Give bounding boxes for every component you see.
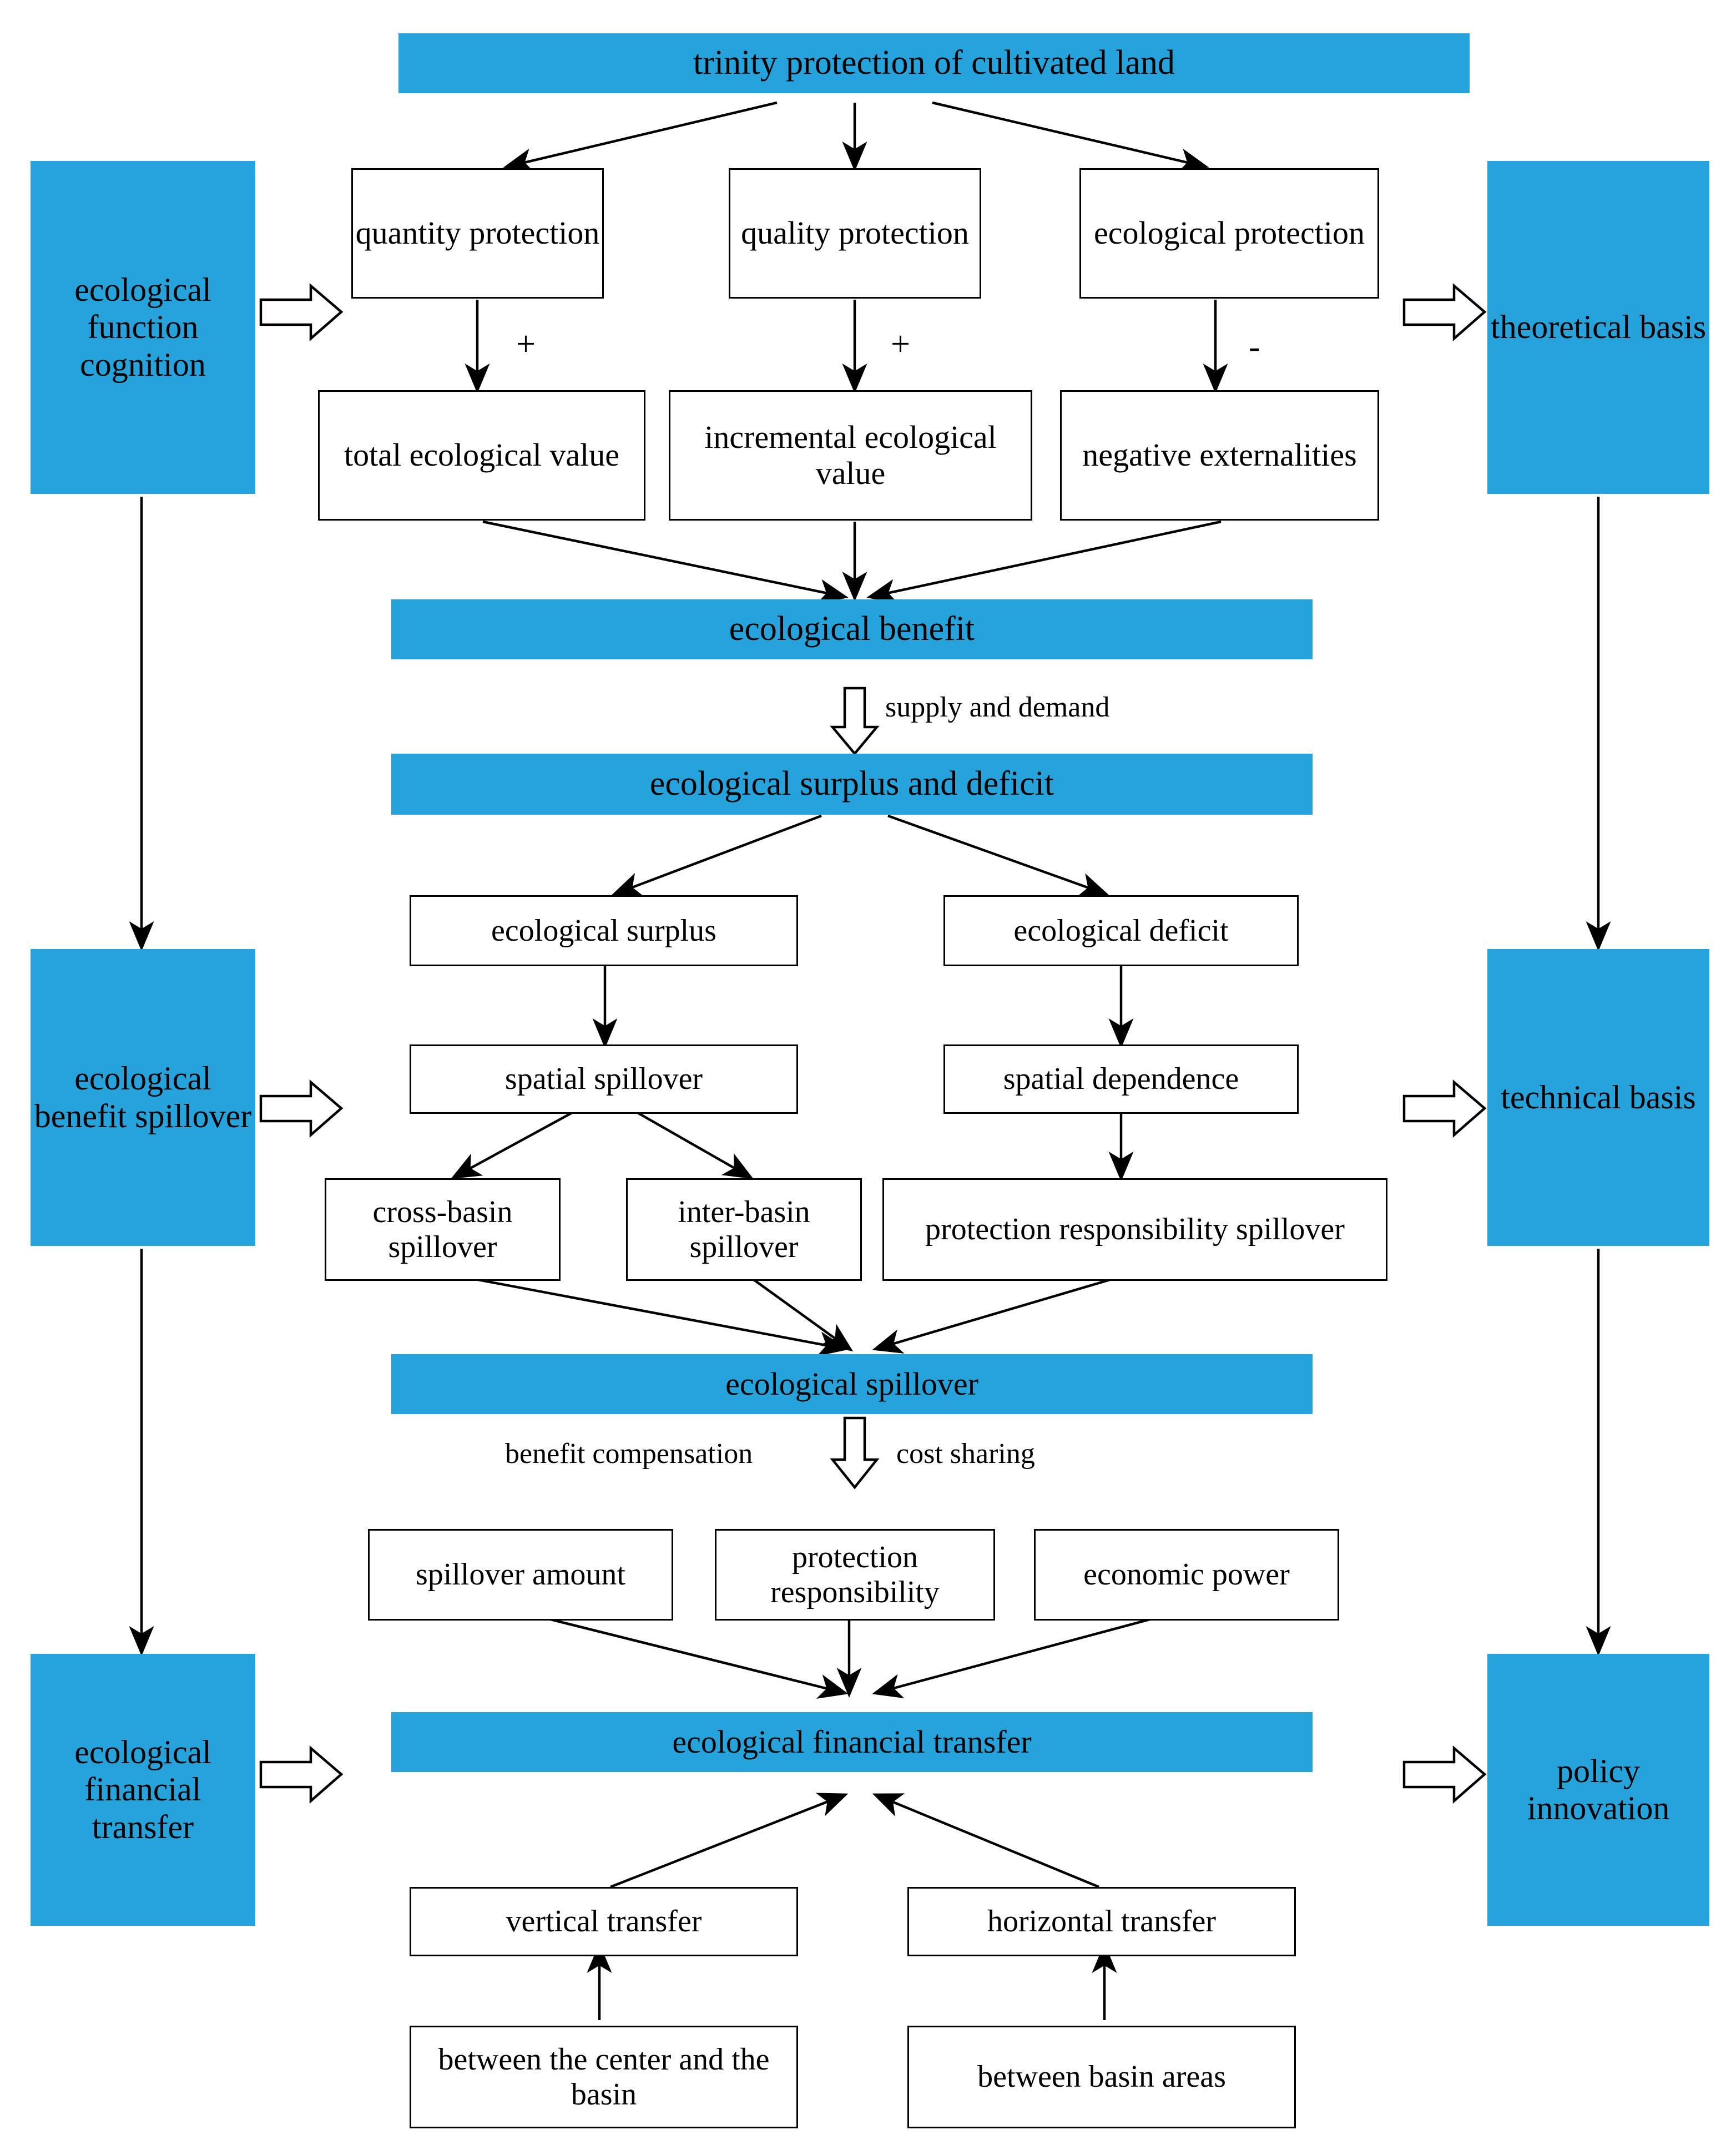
node-ecological-spillover: ecological spillover xyxy=(391,1354,1313,1414)
edge-label-plus-quantity: + xyxy=(516,325,536,363)
node-between-center-and-basin: between the center and the basin xyxy=(410,2026,798,2128)
node-vertical-transfer: vertical transfer xyxy=(410,1887,798,1956)
node-ecological-surplus: ecological surplus xyxy=(410,895,798,966)
node-spatial-dependence: spatial dependence xyxy=(943,1044,1299,1114)
node-incremental-ecological-value: incremental ecological value xyxy=(669,390,1032,521)
node-protection-responsibility: protection responsibility xyxy=(715,1529,995,1621)
node-spillover-amount: spillover amount xyxy=(368,1529,673,1621)
node-quantity-protection: quantity protection xyxy=(351,168,604,299)
node-inter-basin-spillover: inter-basin spillover xyxy=(626,1178,862,1281)
node-protection-responsibility-spillover: protection responsibility spillover xyxy=(882,1178,1387,1281)
node-ecological-function-cognition: ecological function cognition xyxy=(31,161,255,494)
node-ecological-deficit: ecological deficit xyxy=(943,895,1299,966)
node-technical-basis: technical basis xyxy=(1487,949,1709,1246)
node-quality-protection: quality protection xyxy=(729,168,981,299)
node-theoretical-basis: theoretical basis xyxy=(1487,161,1709,494)
edge-label-minus-ecological: - xyxy=(1249,328,1260,366)
node-cross-basin-spillover: cross-basin spillover xyxy=(325,1178,561,1281)
node-economic-power: economic power xyxy=(1034,1529,1339,1621)
node-spatial-spillover: spatial spillover xyxy=(410,1044,798,1114)
node-negative-externalities: negative externalities xyxy=(1060,390,1379,521)
node-between-basin-areas: between basin areas xyxy=(907,2026,1296,2128)
edge-label-benefit-compensation: benefit compensation xyxy=(505,1438,753,1470)
node-ecological-financial-transfer: ecological financial transfer xyxy=(391,1712,1313,1772)
node-ecological-financial-transfer-left: ecological financial transfer xyxy=(31,1654,255,1926)
node-trinity-protection: trinity protection of cultivated land xyxy=(398,33,1470,93)
node-horizontal-transfer: horizontal transfer xyxy=(907,1887,1296,1956)
node-ecological-benefit: ecological benefit xyxy=(391,599,1313,659)
node-ecological-surplus-and-deficit: ecological surplus and deficit xyxy=(391,754,1313,815)
node-ecological-protection: ecological protection xyxy=(1079,168,1379,299)
node-policy-innovation: policy innovation xyxy=(1487,1654,1709,1926)
edge-label-plus-quality: + xyxy=(891,325,910,363)
edge-label-cost-sharing: cost sharing xyxy=(896,1438,1035,1470)
node-ecological-benefit-spillover: ecological benefit spillover xyxy=(31,949,255,1246)
edge-label-supply-and-demand: supply and demand xyxy=(885,692,1110,723)
node-total-ecological-value: total ecological value xyxy=(318,390,645,521)
